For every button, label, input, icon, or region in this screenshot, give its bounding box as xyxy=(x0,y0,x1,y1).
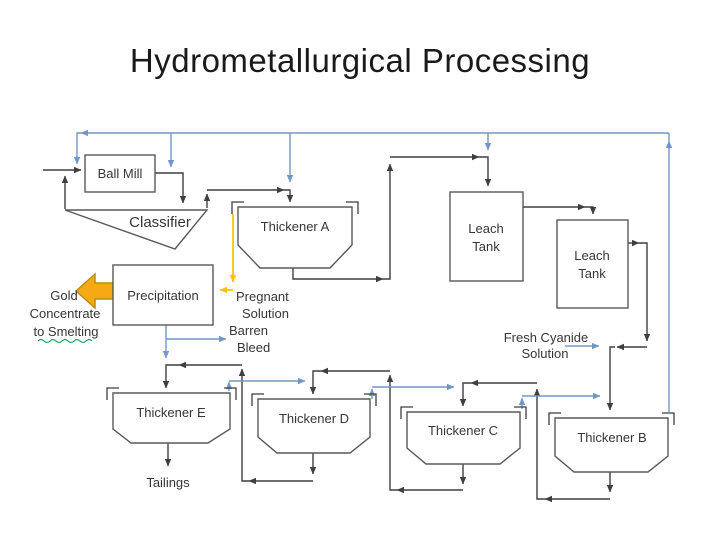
leach-tank-1-label-line2: Tank xyxy=(472,239,500,254)
flow-a-underflow xyxy=(292,268,384,283)
flow-c-underflow-riser xyxy=(386,374,397,491)
thickener-b-right-launder xyxy=(662,412,675,425)
gold-solution-lines xyxy=(74,214,237,310)
thickener-a-label: Thickener A xyxy=(261,219,330,234)
pregnant-label-line1: Pregnant xyxy=(236,289,289,304)
classifier-shape xyxy=(64,209,209,250)
thickener-b-label: Thickener B xyxy=(577,430,646,445)
fresh-cyanide-label-line1: Fresh Cyanide xyxy=(504,330,589,345)
flow-into-thickener-e xyxy=(162,364,179,389)
precipitation-box xyxy=(112,264,214,326)
page-title: Hydrometallurgical Processing xyxy=(129,42,591,79)
thickener-a-right-launder xyxy=(346,201,359,214)
thickener-b-left-launder xyxy=(548,412,561,425)
labels: Ball Mill Classifier Thickener A Leach T… xyxy=(30,166,647,490)
fresh-cyanide-label-line2: Solution xyxy=(522,346,569,361)
gold-label-line2: Concentrate xyxy=(30,306,101,321)
flow-mill-to-classifier xyxy=(155,172,187,204)
pregnant-label-line2: Solution xyxy=(242,306,289,321)
blue-solution-lines xyxy=(73,129,673,412)
ball-mill-label: Ball Mill xyxy=(98,166,143,181)
equipment xyxy=(64,154,675,473)
thickener-c-shape xyxy=(406,411,521,465)
thickener-d-left-launder xyxy=(251,393,264,406)
flow-recycle-drop-feed xyxy=(73,132,81,165)
thickener-d-label: Thickener D xyxy=(279,411,349,426)
flow-into-thickener-c xyxy=(459,382,471,407)
flow-leach2-down xyxy=(639,242,651,342)
flow-b-underflow-riser xyxy=(533,388,545,500)
ball-mill-box xyxy=(84,154,156,193)
thickener-b-shape xyxy=(554,417,669,473)
gold-label-line1: Gold xyxy=(50,288,77,303)
flow-into-thickener-a xyxy=(284,189,294,203)
flow-into-thickener-b xyxy=(606,346,615,411)
flow-into-thickener-d xyxy=(309,370,321,395)
barren-label-line1: Barren xyxy=(229,323,268,338)
flow-into-leach-1 xyxy=(479,156,492,187)
leach-tank-2-label-line1: Leach xyxy=(574,248,609,263)
flow-d-underflow-riser xyxy=(238,368,249,482)
thickener-d-shape xyxy=(257,398,371,454)
leach-tank-1-label-line1: Leach xyxy=(468,221,503,236)
thickener-c-label: Thickener C xyxy=(428,423,498,438)
leach-tank-2-label-line2: Tank xyxy=(578,266,606,281)
precipitation-label: Precipitation xyxy=(127,288,199,303)
thickener-a-left-launder xyxy=(231,201,244,214)
barren-label-line2: Bleed xyxy=(237,340,270,355)
spellcheck-underline xyxy=(37,338,93,344)
thickener-a-shape xyxy=(237,206,353,269)
thickener-c-right-launder xyxy=(514,406,527,419)
tailings-label: Tailings xyxy=(146,475,190,490)
thickener-e-right-launder xyxy=(224,387,237,400)
leach-tank-2-box xyxy=(556,219,629,309)
thickener-e-label: Thickener E xyxy=(136,405,206,420)
gold-label-line3: to Smelting xyxy=(33,324,98,339)
thickener-d-right-launder xyxy=(364,393,377,406)
classifier-label: Classifier xyxy=(129,214,191,231)
flow-a-underflow-riser xyxy=(383,163,394,280)
thickener-c-left-launder xyxy=(400,406,413,419)
gold-concentrate-arrow xyxy=(74,272,114,310)
thickener-e-left-launder xyxy=(106,387,119,400)
flow-into-leach-2 xyxy=(585,206,597,215)
thickener-e-shape xyxy=(112,392,231,444)
black-flow-lines xyxy=(43,153,651,503)
leach-tank-1-box xyxy=(449,191,524,282)
